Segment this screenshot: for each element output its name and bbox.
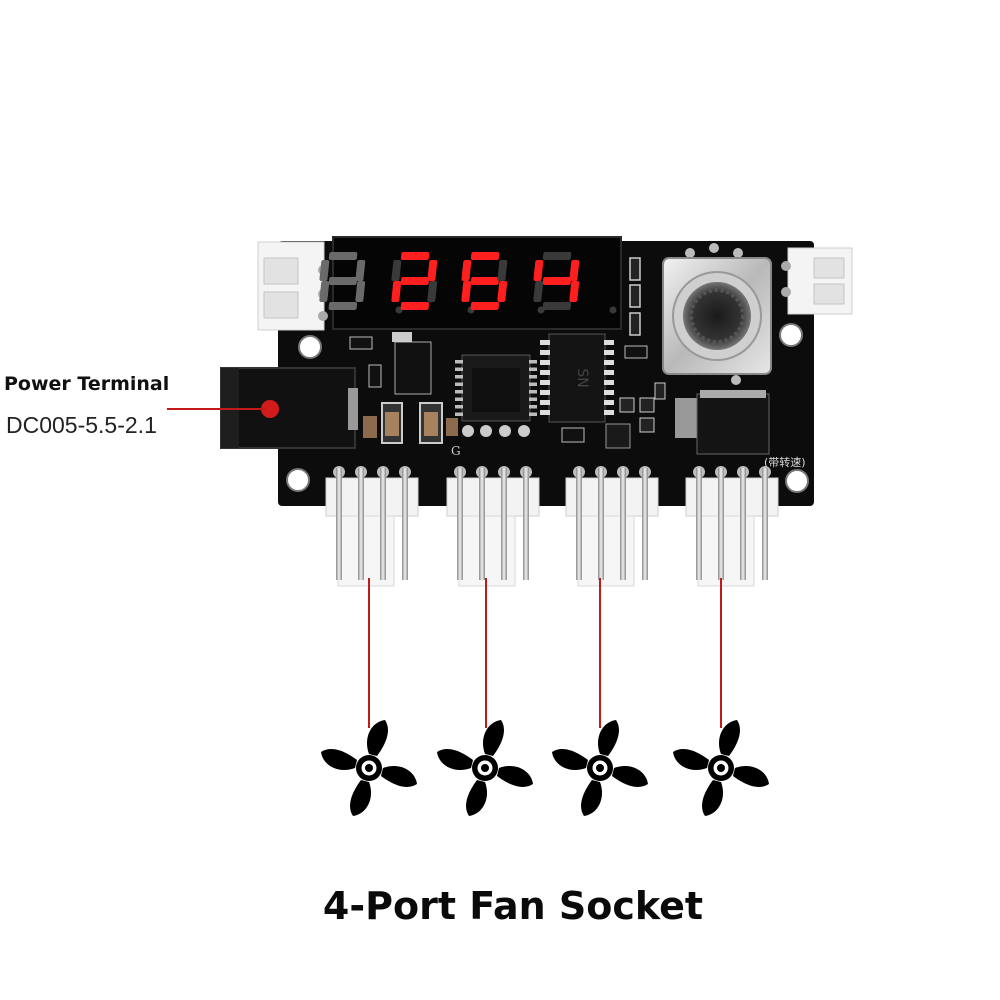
rotary-encoder (662, 243, 772, 385)
fan-leader-lines (368, 578, 722, 728)
caption-title: 4-Port Fan Socket (322, 884, 704, 928)
fan-connectors (325, 466, 779, 587)
power-terminal-title: Power Terminal (4, 373, 170, 395)
fan-port-connector (565, 466, 659, 587)
power-terminal-model: DC005-5.5-2.1 (6, 412, 157, 438)
left-header-connector (257, 241, 328, 331)
display-digit (461, 252, 545, 314)
fan-icon (552, 720, 648, 816)
fan-port-connector (685, 466, 779, 587)
fan-icons (321, 720, 769, 816)
programming-header (462, 425, 530, 437)
smd-components (349, 257, 666, 449)
display-digit (533, 252, 617, 314)
mounting-holes (286, 323, 809, 493)
fan-icon (673, 720, 769, 816)
display-digit (391, 252, 475, 314)
fan-icon (321, 720, 417, 816)
fan-port-connector (446, 466, 540, 587)
fan-port-connector (325, 466, 419, 587)
chip-marking: SN (574, 368, 590, 387)
capacitors (363, 402, 458, 444)
controller-ic (461, 354, 531, 422)
right-header-connector (781, 247, 853, 315)
mosfet-array-ic: SN (548, 333, 606, 423)
display-digits (319, 252, 617, 314)
silkscreen-speed-label: (带转速) (764, 455, 806, 469)
silkscreen-g: G (451, 444, 461, 458)
display-digit (319, 252, 403, 314)
voltage-regulator (675, 390, 770, 455)
fan-icon (437, 720, 533, 816)
